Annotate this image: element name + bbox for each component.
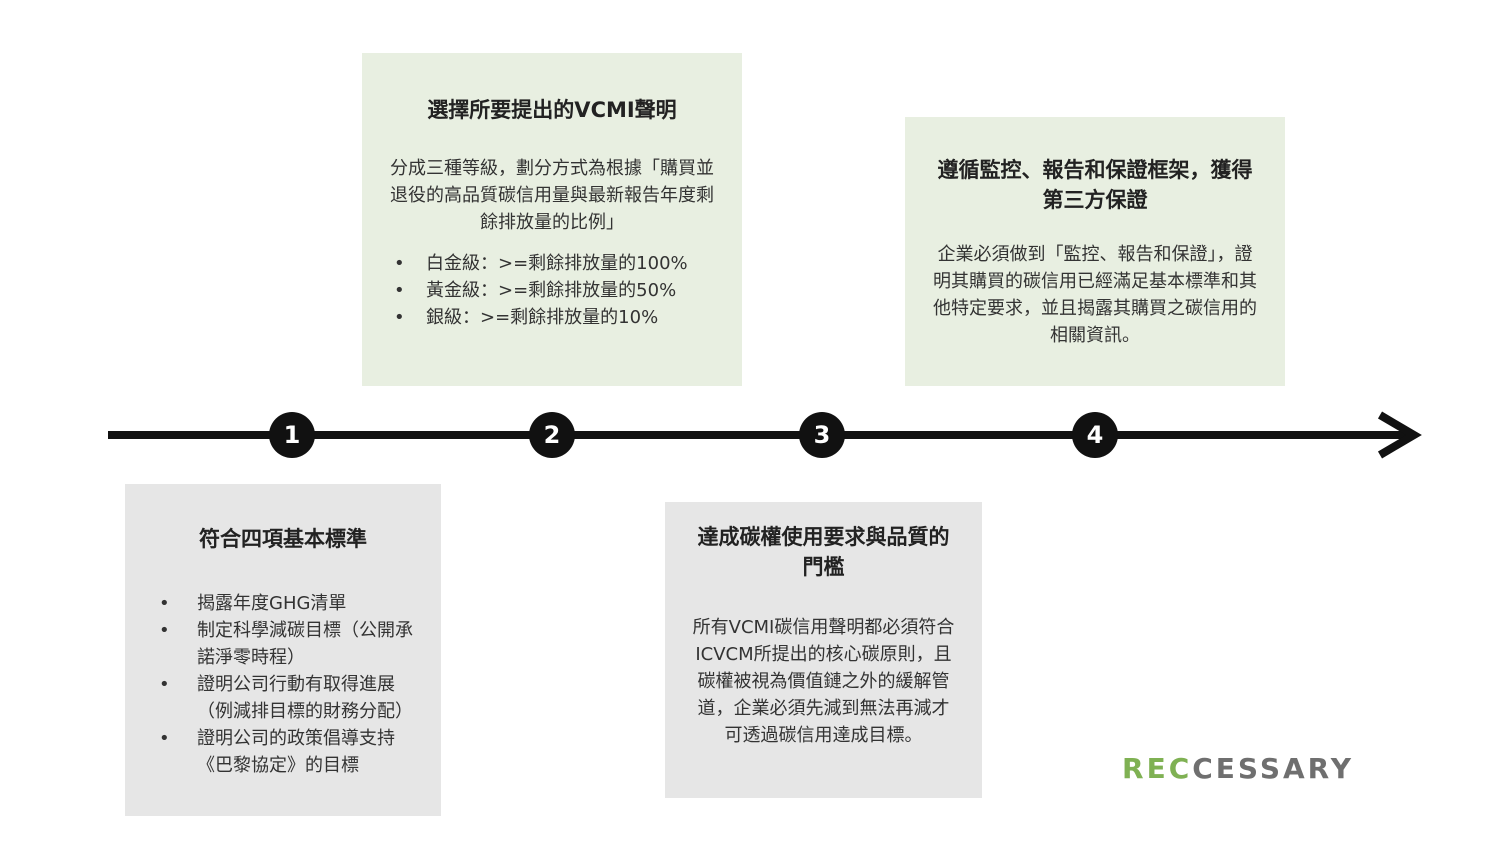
step-marker-2: 2 [529, 412, 575, 458]
logo-part-1: R [1122, 752, 1147, 785]
step-3-box: 達成碳權使用要求與品質的門檻 所有VCMI碳信用聲明都必須符合ICVCM所提出的… [665, 502, 982, 798]
step-2-list: 白金級：>=剩餘排放量的100% 黃金級：>=剩餘排放量的50% 銀級：>=剩餘… [386, 250, 718, 331]
list-item: 黃金級：>=剩餘排放量的50% [386, 277, 718, 304]
list-item: 證明公司行動有取得進展（例減排目標的財務分配） [149, 671, 417, 725]
step-1-title: 符合四項基本標準 [199, 527, 367, 551]
step-4-box: 遵循監控、報告和保證框架，獲得第三方保證 企業必須做到「監控、報告和保證」，證明… [905, 117, 1285, 386]
step-marker-3: 3 [799, 412, 845, 458]
step-2-box: 選擇所要提出的VCMI聲明 分成三種等級，劃分方式為根據「購買並退役的高品質碳信… [362, 53, 742, 386]
step-2-description: 分成三種等級，劃分方式為根據「購買並退役的高品質碳信用量與最新報告年度剩餘排放量… [390, 158, 714, 233]
step-marker-4: 4 [1072, 412, 1118, 458]
step-2-title: 選擇所要提出的VCMI聲明 [427, 98, 677, 122]
arrow-head-icon [1377, 411, 1422, 459]
step-1-box: 符合四項基本標準 揭露年度GHG清單 制定科學減碳目標（公開承諾淨零時程） 證明… [125, 484, 441, 816]
step-marker-1: 1 [269, 412, 315, 458]
list-item: 銀級：>=剩餘排放量的10% [386, 304, 718, 331]
step-3-description: 所有VCMI碳信用聲明都必須符合ICVCM所提出的核心碳原則，且碳權被視為價值鏈… [692, 617, 955, 746]
step-4-title: 遵循監控、報告和保證框架，獲得第三方保證 [937, 158, 1253, 212]
list-item: 制定科學減碳目標（公開承諾淨零時程） [149, 617, 417, 671]
step-3-title: 達成碳權使用要求與品質的門檻 [697, 525, 950, 579]
list-item: 揭露年度GHG清單 [149, 590, 417, 617]
logo-part-2: EC [1146, 752, 1193, 785]
list-item: 白金級：>=剩餘排放量的100% [386, 250, 718, 277]
step-1-list: 揭露年度GHG清單 制定科學減碳目標（公開承諾淨零時程） 證明公司行動有取得進展… [149, 590, 417, 779]
step-4-description: 企業必須做到「監控、報告和保證」，證明其購買的碳信用已經滿足基本標準和其他特定要… [933, 244, 1257, 346]
list-item: 證明公司的政策倡導支持《巴黎協定》的目標 [149, 725, 417, 779]
brand-logo: RECCESSARY [1122, 752, 1354, 785]
logo-part-3: CESSARY [1192, 752, 1354, 785]
